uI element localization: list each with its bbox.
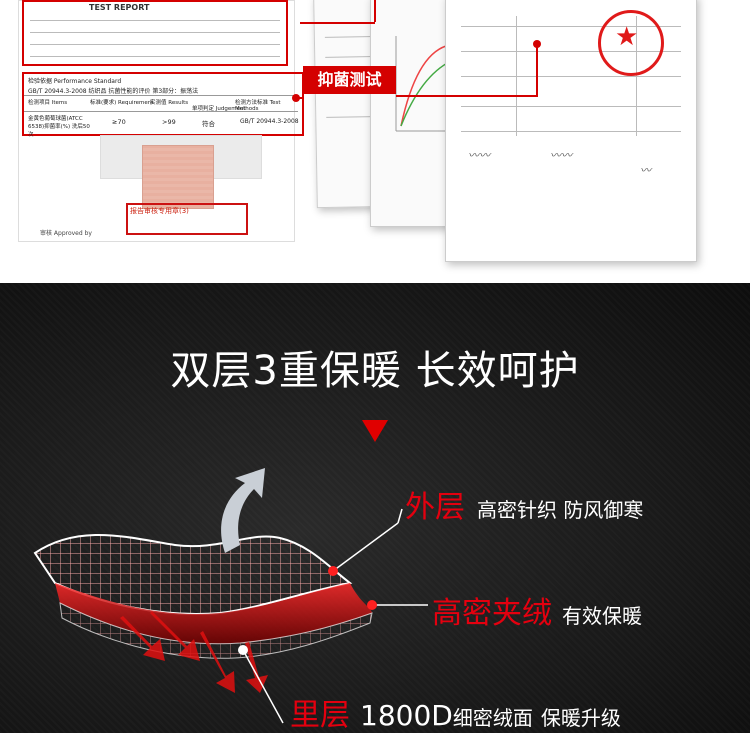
connector-line: [300, 22, 375, 24]
cell-result: >99: [162, 118, 176, 126]
column-header-requirement: 标准(要求) Requirement: [90, 100, 154, 106]
column-header-judgement: 单项判定 Judgement: [192, 106, 246, 112]
star-icon: ★: [615, 22, 639, 52]
outer-layer-label: 外层高密针织 防风御寒: [405, 482, 643, 526]
inner-layer-spec: 1800D: [360, 699, 453, 732]
signature-3: 〰: [640, 164, 651, 177]
report-header-highlight: [22, 0, 288, 66]
signature-2: 〰〰: [550, 149, 572, 162]
inner-pointer-dot: [238, 645, 248, 655]
report-title: TEST REPORT: [89, 3, 150, 12]
middle-layer-label: 高密夹绒有效保暖: [432, 588, 642, 632]
outer-pointer-line: [332, 522, 399, 572]
column-header-results: 实测值 Results: [150, 100, 189, 106]
middle-layer-desc: 有效保暖: [562, 604, 642, 628]
connector-line: [396, 95, 538, 97]
standard-value: GB/T 20944.3-2008 纺织品 抗菌性能的评价 第3部分：振荡法: [28, 88, 199, 95]
column-header-methods: 检测方法标准 Test Methods: [235, 100, 281, 112]
review-stamp: [126, 203, 248, 235]
inner-layer-desc2: 保暖升级: [540, 706, 621, 730]
outer-layer-title: 外层: [405, 490, 465, 525]
connector-line: [536, 44, 538, 96]
outer-layer-desc: 高密针织 防风御寒: [477, 498, 644, 522]
inner-layer-desc: 细密绒面: [452, 706, 533, 730]
inner-pointer-line: [242, 649, 284, 724]
official-seal: [598, 10, 664, 76]
column-header-items: 检测项目 Items: [28, 100, 68, 106]
red-arrows-icon: [120, 611, 268, 693]
inner-layer-label: 里层 1800D细密绒面保暖升级: [290, 690, 621, 733]
connector-line: [374, 0, 376, 22]
approved-label: 审核 Approved by: [40, 230, 92, 237]
test-report-section: TEST REPORT 检验依据 Performance Standard GB…: [0, 0, 750, 283]
middle-layer-title: 高密夹绒: [432, 596, 552, 631]
fabric-layers-section: [0, 283, 750, 733]
down-triangle-icon: [362, 420, 388, 442]
middle-pointer-dot: [367, 600, 377, 610]
cell-requirement: ≥70: [112, 118, 126, 126]
up-arrow-icon: [221, 468, 265, 553]
cell-judgement: 符合: [202, 120, 215, 128]
stamp-text: 报告审核专用章(3): [130, 207, 189, 215]
cell-item: 金黄色葡萄球菌(ATCC 6538)抑菌率(%) 洗后50次: [28, 116, 90, 138]
section-headline: 双层3重保暖 长效呵护: [170, 348, 580, 394]
signature-1: 〰〰: [468, 149, 490, 162]
connector-dot: [292, 94, 300, 102]
inner-layer-title: 里层: [290, 698, 350, 733]
fabric-sample-swatch: [142, 145, 214, 209]
outer-pointer-dot: [328, 566, 338, 576]
connector-line: [298, 97, 304, 99]
cell-method: GB/T 20944.3-2008: [240, 118, 299, 125]
standard-label: 检验依据 Performance Standard: [28, 78, 122, 85]
antibacterial-test-callout: 抑菌测试: [303, 66, 396, 94]
fabric-layer-illustration: [33, 468, 428, 724]
